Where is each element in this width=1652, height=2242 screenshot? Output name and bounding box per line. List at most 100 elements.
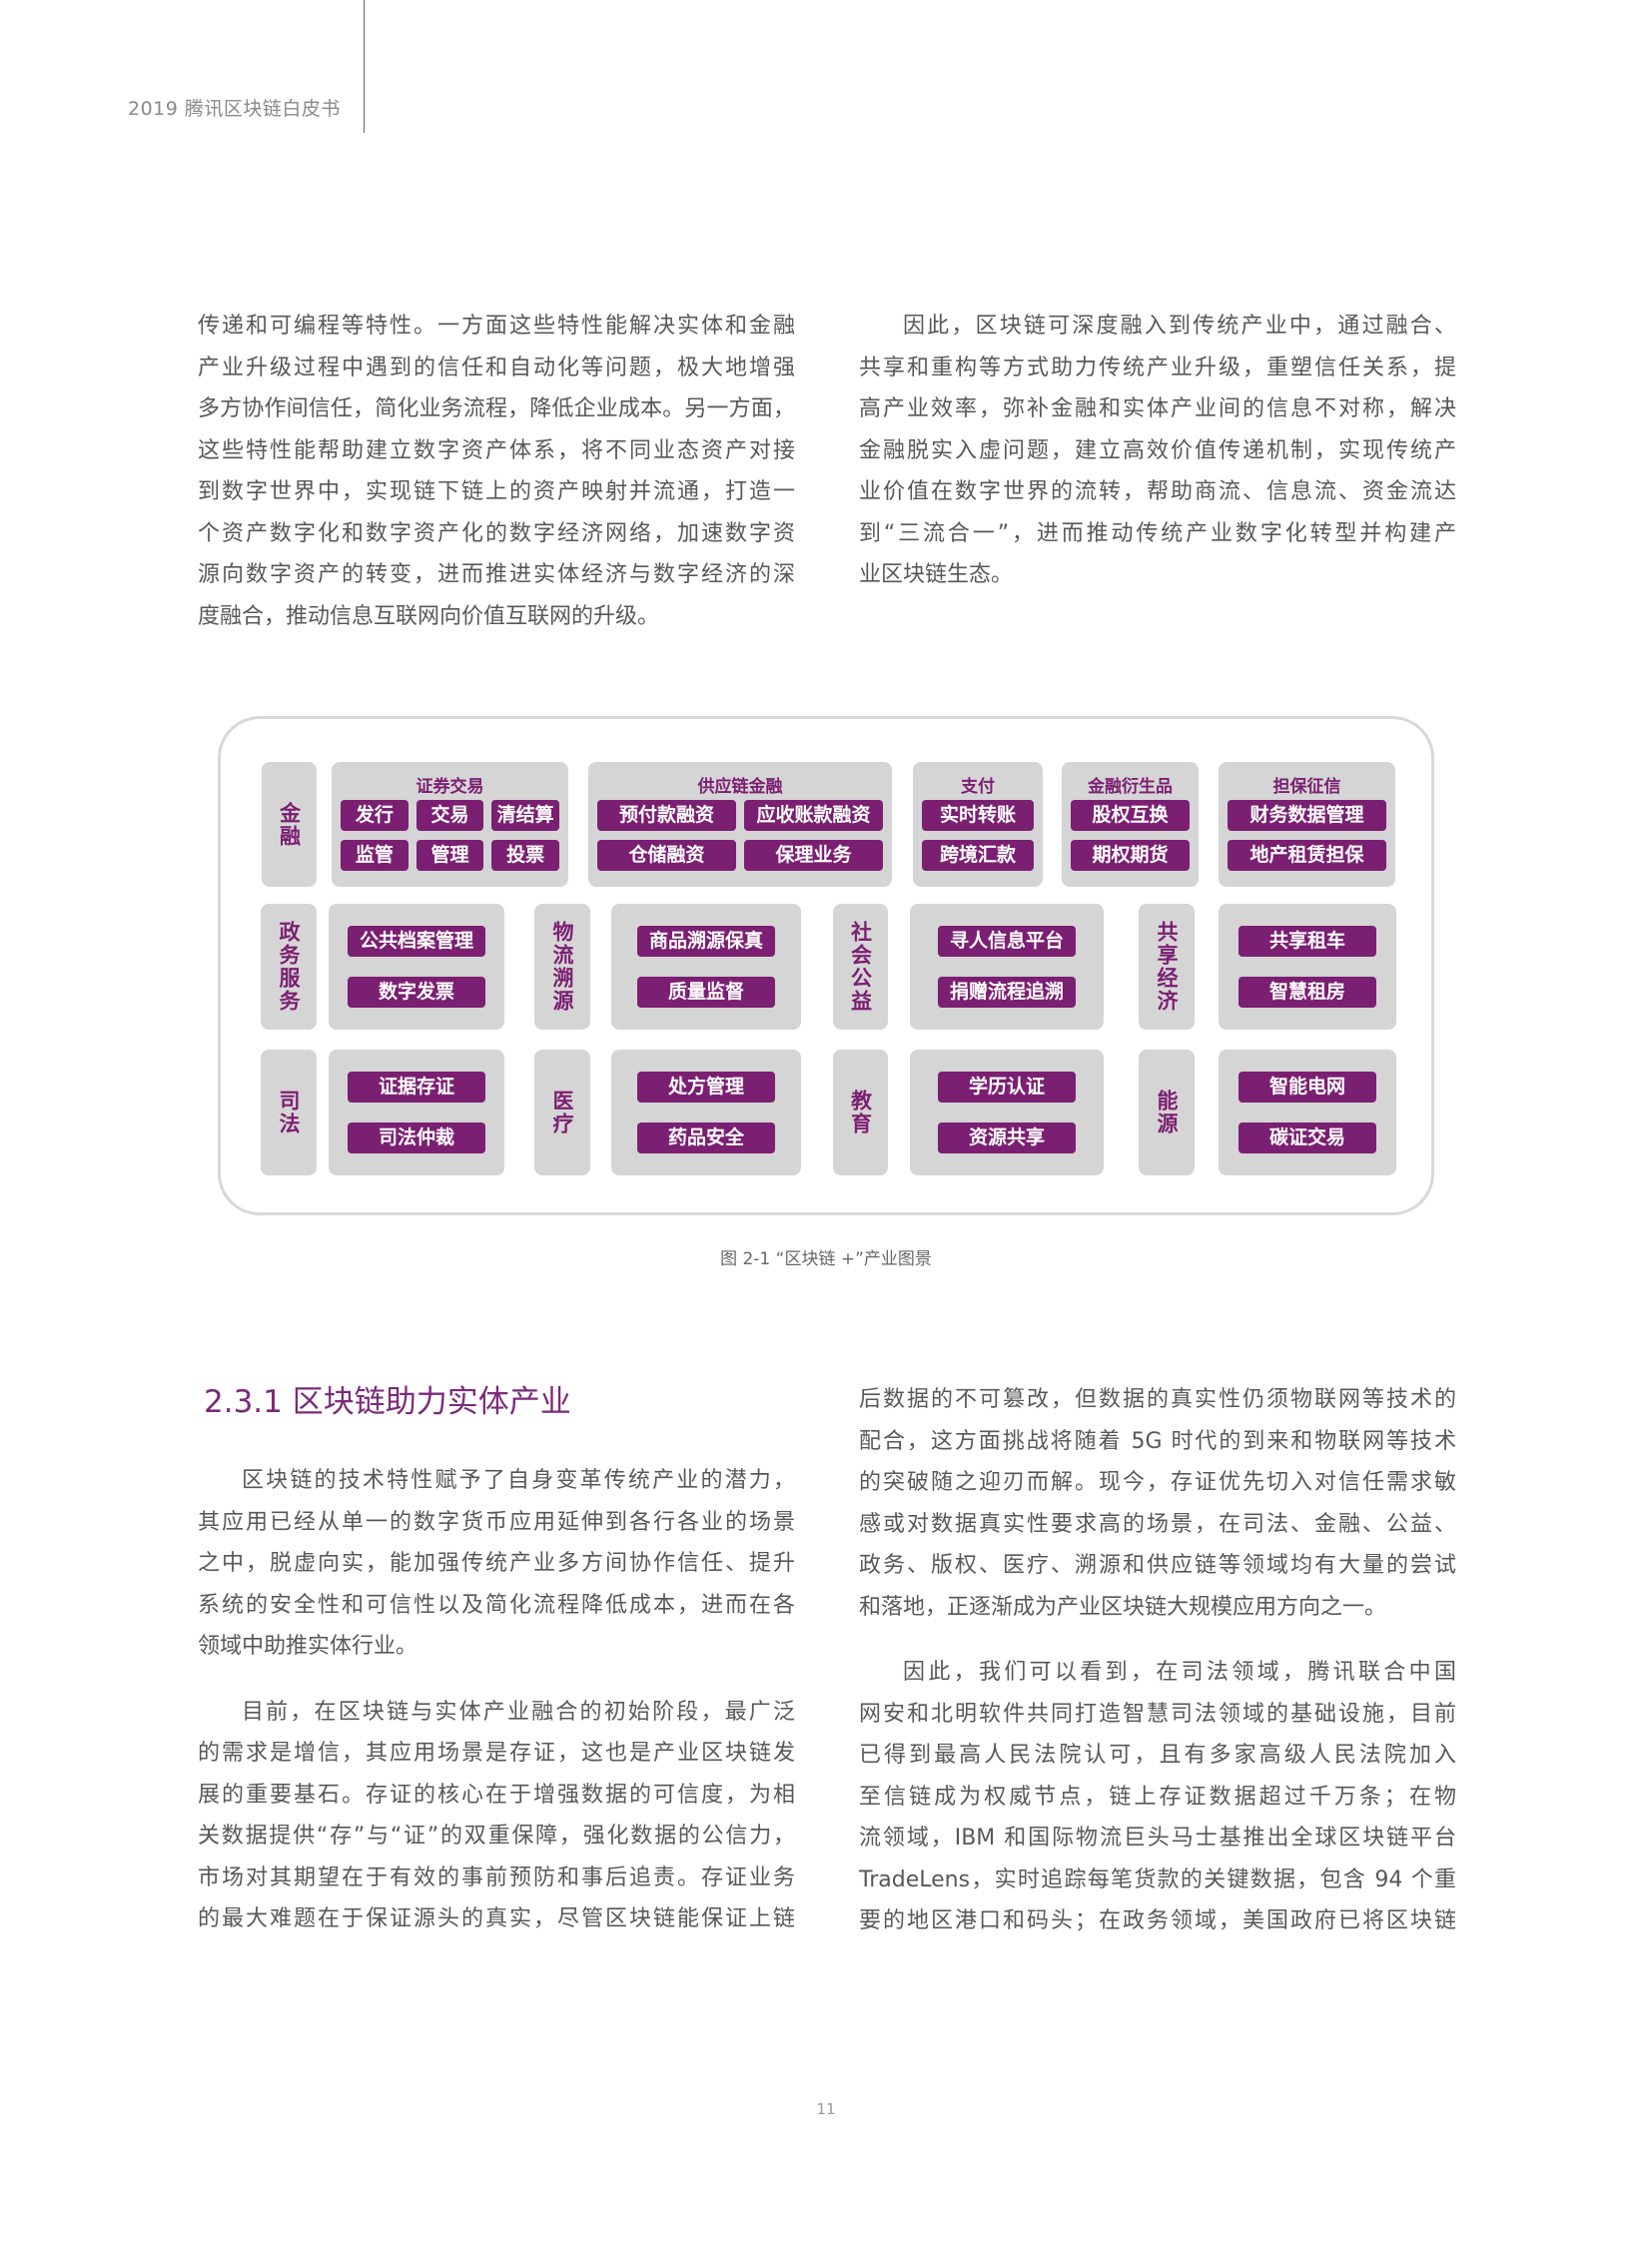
application-tag: 公共档案管理 <box>348 926 485 957</box>
text-line: 共享和重构等方式助力传统产业升级，重塑信任关系，提 <box>859 355 1456 380</box>
application-tag: 药品安全 <box>637 1122 775 1153</box>
text-line: 区块链的技术特性赋予了自身变革传统产业的潜力， <box>242 1468 795 1493</box>
paragraph-gap <box>198 1668 795 1692</box>
pill-grid: 财务数据管理地产租赁担保 <box>1219 800 1395 871</box>
paragraph: 因此，我们可以看到，在司法领域，腾讯联合中国网安和北明软件共同打造智慧司法领域的… <box>859 1652 1456 1942</box>
text-line: 源向数字资产的转变，进而推进实体经济与数字经济的深 <box>198 562 795 587</box>
application-tag: 学历认证 <box>938 1072 1076 1103</box>
category-label: 政务服务 <box>277 921 301 1013</box>
application-tag: 清结算 <box>491 800 559 831</box>
application-tag: 财务数据管理 <box>1228 800 1386 831</box>
category-label: 社会公益 <box>848 921 873 1013</box>
application-tag: 发行 <box>341 800 409 831</box>
category-label-box: 金融 <box>262 762 317 887</box>
text-line: 业价值在数字世界的流转，帮助商流、信息流、资金流达 <box>859 479 1456 504</box>
text-line: 金融脱实入虚问题，建立高效价值传递机制，实现传统产 <box>859 437 1456 463</box>
industry-diagram-frame <box>218 716 1434 1215</box>
section-heading: 2.3.1 区块链助力实体产业 <box>204 1384 571 1420</box>
category-label-box: 共享经济 <box>1139 904 1195 1030</box>
application-tag: 数字发票 <box>348 977 485 1008</box>
text-line: 后数据的不可篡改，但数据的真实性仍须物联网等技术的 <box>859 1387 1456 1412</box>
category-label-box: 社会公益 <box>833 904 888 1030</box>
pill-grid: 实时转账跨境汇款 <box>913 800 1043 871</box>
text-line: 的最大难题在于保证源头的真实，尽管区块链能保证上链 <box>198 1906 795 1931</box>
category-label: 教育 <box>848 1090 873 1135</box>
application-tag: 跨境汇款 <box>922 840 1034 871</box>
application-tag: 交易 <box>415 800 484 831</box>
application-box: 公共档案管理数字发票 <box>329 904 504 1030</box>
application-box: 证据存证司法仲裁 <box>329 1050 504 1175</box>
application-tag: 股权互换 <box>1071 800 1190 831</box>
text-line: 多方协作间信任，简化业务流程，降低企业成本。另一方面， <box>198 396 795 421</box>
group-box: 金融衍生品股权互换期权期货 <box>1062 762 1199 887</box>
text-line: 和落地，正逐渐成为产业区块链大规模应用方向之一。 <box>859 1594 1387 1620</box>
category-label-box: 医疗 <box>534 1050 590 1175</box>
application-tag: 商品溯源保真 <box>637 926 775 957</box>
application-tag: 智慧租房 <box>1239 977 1376 1008</box>
application-tag: 期权期货 <box>1071 840 1190 871</box>
category-label-box: 教育 <box>833 1050 888 1175</box>
group-box: 证券交易发行交易清结算监管管理投票 <box>332 762 568 887</box>
group-title: 支付 <box>961 777 995 797</box>
category-label-box: 物流溯源 <box>534 904 590 1030</box>
pill-column: 证据存证司法仲裁 <box>329 1050 504 1175</box>
group-title: 证券交易 <box>415 777 484 797</box>
application-tag: 投票 <box>491 840 559 871</box>
pill-grid: 股权互换期权期货 <box>1062 800 1199 871</box>
text-line: 个资产数字化和数字资产化的数字经济网络，加速数字资 <box>198 520 795 546</box>
category-label-box: 司法 <box>261 1050 317 1175</box>
text-line: 市场对其期望在于有效的事前预防和事后追责。存证业务 <box>198 1865 795 1890</box>
text-line: 这些特性能帮助建立数字资产体系，将不同业态资产对接 <box>198 437 795 463</box>
application-box: 寻人信息平台捐赠流程追溯 <box>910 904 1104 1030</box>
pill-column: 寻人信息平台捐赠流程追溯 <box>910 904 1104 1030</box>
application-tag: 保理业务 <box>744 840 883 871</box>
application-box: 商品溯源保真质量监督 <box>611 904 801 1030</box>
category-label-box: 政务服务 <box>261 904 317 1030</box>
application-tag: 处方管理 <box>637 1072 775 1103</box>
application-tag: 监管 <box>341 840 409 871</box>
text-line: 的突破随之迎刃而解。现今，存证优先切入对信任需求敏 <box>859 1470 1456 1495</box>
application-tag: 共享租车 <box>1239 926 1376 957</box>
text-line: 网安和北明软件共同打造智慧司法领域的基础设施，目前 <box>859 1701 1456 1727</box>
pill-column: 商品溯源保真质量监督 <box>611 904 801 1030</box>
application-tag: 智能电网 <box>1239 1072 1376 1103</box>
pill-column: 公共档案管理数字发票 <box>329 904 504 1030</box>
figure-caption: 图 2-1 “区块链 +”产业图景 <box>720 1249 932 1269</box>
text-line: 关数据提供“存”与“证”的双重保障，强化数据的公信力， <box>198 1824 795 1849</box>
text-line: 系统的安全性和可信性以及简化流程降低成本，进而在各 <box>198 1592 795 1618</box>
pill-grid: 发行交易清结算监管管理投票 <box>332 800 568 871</box>
category-label-box: 能源 <box>1139 1050 1195 1175</box>
category-label: 共享经济 <box>1155 921 1179 1013</box>
application-tag: 地产租赁担保 <box>1228 840 1386 871</box>
group-title: 供应链金融 <box>697 777 783 797</box>
group-title: 金融衍生品 <box>1088 777 1173 797</box>
application-box: 学历认证资源共享 <box>910 1050 1104 1175</box>
application-tag: 寻人信息平台 <box>938 926 1076 957</box>
text-line: 因此，我们可以看到，在司法领域，腾讯联合中国 <box>903 1660 1456 1685</box>
application-tag: 证据存证 <box>348 1072 485 1103</box>
text-line: 产业升级过程中遇到的信任和自动化等问题，极大地增强 <box>198 355 795 380</box>
text-line: TradeLens，实时追踪每笔货款的关键数据，包含 94 个重 <box>859 1867 1456 1892</box>
category-label: 能源 <box>1155 1090 1179 1135</box>
group-title: 担保征信 <box>1272 777 1341 797</box>
category-label: 司法 <box>277 1090 301 1135</box>
pill-column: 智能电网碳证交易 <box>1219 1050 1396 1175</box>
paragraph: 目前，在区块链与实体产业融合的初始阶段，最广泛的需求是增信，其应用场景是存证，这… <box>198 1692 795 1940</box>
pill-column: 处方管理药品安全 <box>611 1050 801 1175</box>
text-line: 流领域，IBM 和国际物流巨头马士基推出全球区块链平台 <box>859 1826 1456 1851</box>
pill-column: 学历认证资源共享 <box>910 1050 1104 1175</box>
group-box: 供应链金融预付款融资应收账款融资仓储融资保理业务 <box>588 762 892 887</box>
application-tag: 管理 <box>415 840 484 871</box>
application-tag: 资源共享 <box>938 1122 1076 1153</box>
category-label: 金融 <box>277 801 302 848</box>
category-label: 物流溯源 <box>550 921 574 1013</box>
application-box: 共享租车智慧租房 <box>1219 904 1396 1030</box>
bottom-right-column: 后数据的不可篡改，但数据的真实性仍须物联网等技术的配合，这方面挑战将随着 5G … <box>859 1379 1456 1942</box>
text-line: 高产业效率，弥补金融和实体产业间的信息不对称，解决 <box>859 396 1456 421</box>
application-tag: 实时转账 <box>922 800 1034 831</box>
text-line: 目前，在区块链与实体产业融合的初始阶段，最广泛 <box>242 1699 795 1725</box>
group-box: 支付实时转账跨境汇款 <box>913 762 1043 887</box>
application-tag: 预付款融资 <box>597 800 736 831</box>
application-box: 智能电网碳证交易 <box>1219 1050 1396 1175</box>
text-line: 之中，脱虚向实，能加强传统产业多方间协作信任、提升 <box>198 1551 795 1576</box>
